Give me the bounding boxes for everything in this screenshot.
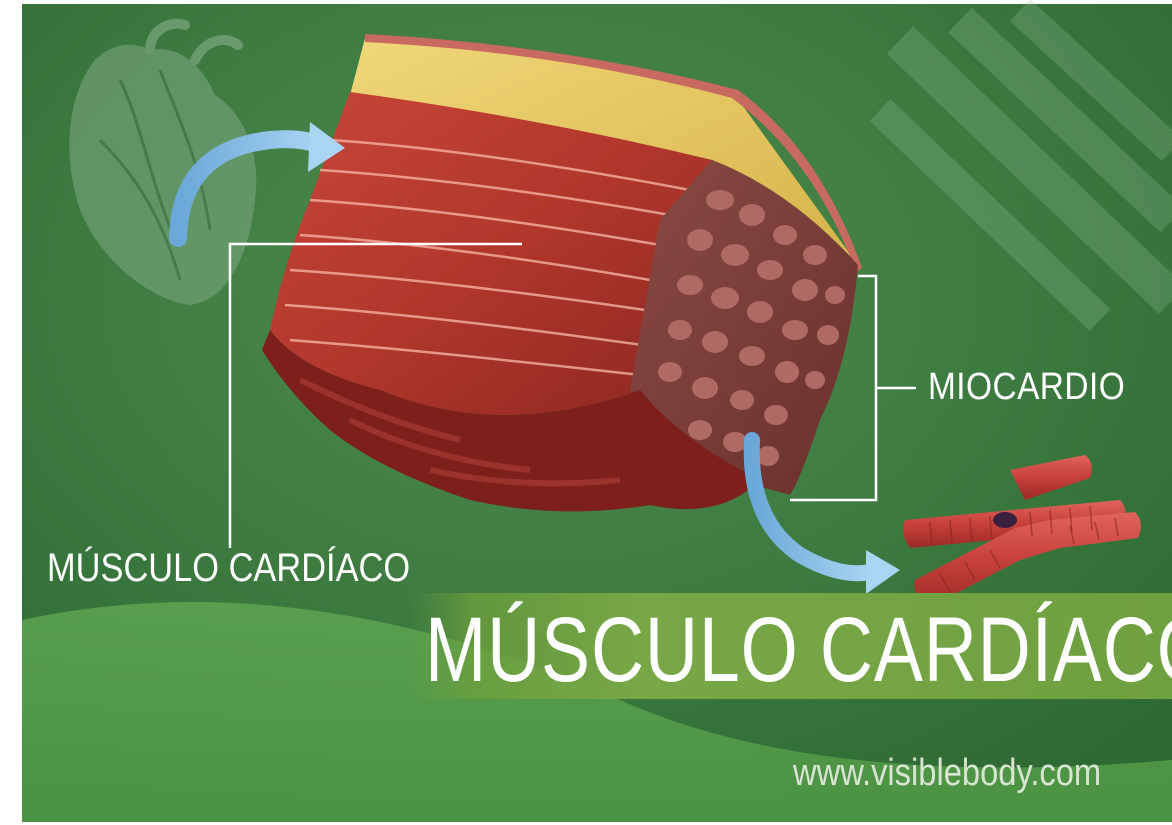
miocardio-label: MIOCARDIO (928, 366, 1125, 409)
website-url: www.visiblebody.com (793, 752, 1101, 795)
page-title: MÚSCULO CARDÍACO (425, 598, 1172, 703)
cell-nucleus (993, 512, 1017, 528)
muscle-tissue-label: MÚSCULO CARDÍACO (47, 546, 410, 591)
